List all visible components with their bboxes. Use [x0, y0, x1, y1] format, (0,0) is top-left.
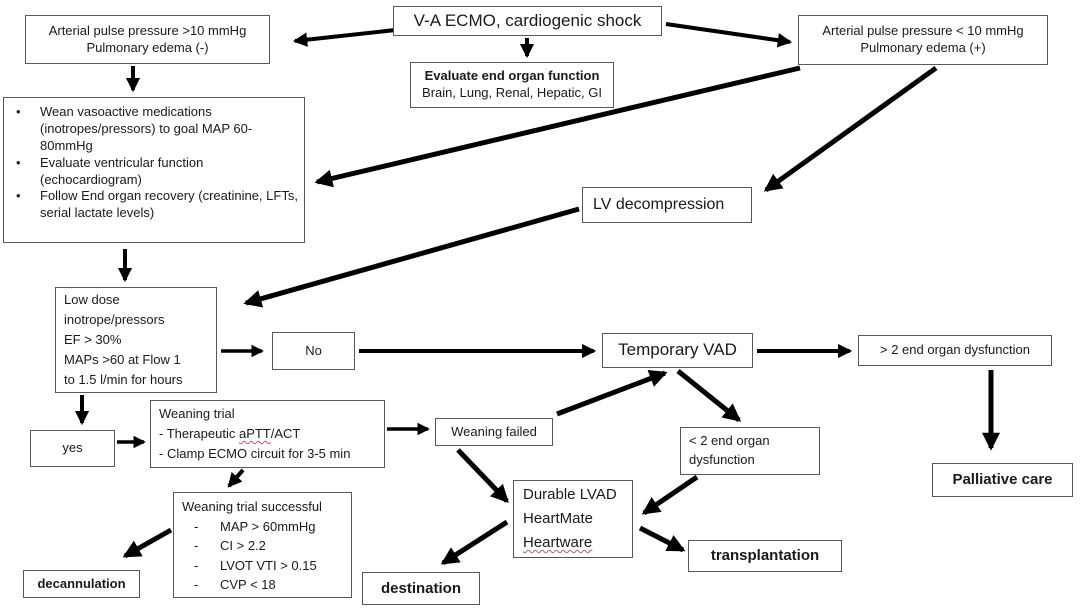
- node-lt2-end-organ-dysfunction: < 2 end organ dysfunction: [680, 427, 820, 475]
- node-va-ecmo-root: V-A ECMO, cardiogenic shock: [393, 6, 662, 36]
- bullet-icon: •: [16, 154, 21, 170]
- node-weaning-trial: Weaning trial - Therapeutic aPTT/ACT - C…: [150, 400, 385, 468]
- root-label: V-A ECMO, cardiogenic shock: [413, 10, 642, 30]
- weaning-trial-item1: - Therapeutic aPTT/ACT: [159, 425, 301, 441]
- lt2-line1: < 2 end organ: [689, 433, 770, 449]
- node-gt2-end-organ-dysfunction: > 2 end organ dysfunction: [858, 335, 1052, 366]
- temporary-vad-label: Temporary VAD: [618, 340, 737, 360]
- node-no: No: [272, 332, 355, 370]
- node-transplantation: transplantation: [688, 540, 842, 572]
- lowdose-line: MAPs >60 at Flow 1: [64, 352, 181, 368]
- weaning-success-item: -CVP < 18: [194, 577, 276, 593]
- weaning-trial-item2: - Clamp ECMO circuit for 3-5 min: [159, 446, 351, 462]
- pulse-gt10-line1: Arterial pulse pressure >10 mmHg: [48, 22, 247, 38]
- arrow-durable-to-destination: [440, 519, 509, 566]
- palliative-care-label: Palliative care: [952, 471, 1053, 489]
- durable-lvad-line1: Durable LVAD: [523, 486, 617, 503]
- evaluate-title: Evaluate end organ function: [424, 68, 600, 84]
- arrow-root-to-pulse-lt10: [665, 22, 793, 48]
- wean-bullet-list: • Wean vasoactive medications (inotropes…: [4, 104, 304, 222]
- lowdose-line: Low dose: [64, 291, 120, 307]
- transplantation-label: transplantation: [710, 547, 820, 565]
- bullet-icon: •: [16, 104, 21, 119]
- pulse-lt10-line2: Pulmonary edema (+): [860, 40, 986, 55]
- yes-label: yes: [62, 440, 83, 456]
- durable-lvad-line2: HeartMate: [523, 510, 594, 527]
- destination-label: destination: [380, 579, 461, 597]
- arrow-success-to-decannulation: [122, 527, 173, 559]
- node-low-dose-criteria: Low dose inotrope/pressors EF > 30% MAPs…: [55, 287, 217, 393]
- no-label: No: [305, 342, 322, 358]
- lt2-line2: dysfunction: [689, 452, 755, 467]
- heartware-spellcheck-text: Heartware: [523, 534, 593, 551]
- weaning-failed-label: Weaning failed: [451, 423, 537, 439]
- node-pulse-pressure-gt10: Arterial pulse pressure >10 mmHg Pulmona…: [25, 15, 270, 64]
- node-durable-lvad: Durable LVAD HeartMate Heartware: [513, 480, 633, 558]
- node-pulse-pressure-lt10: Arterial pulse pressure < 10 mmHg Pulmon…: [798, 15, 1048, 65]
- arrow-weaning-trial-to-success: [227, 468, 245, 488]
- node-lv-decompression: LV decompression: [582, 187, 752, 223]
- weaning-trial-title: Weaning trial: [159, 405, 235, 421]
- node-palliative-care: Palliative care: [932, 463, 1073, 497]
- pulse-lt10-line1: Arterial pulse pressure < 10 mmHg: [822, 23, 1024, 39]
- arrow-pulse-lt10-to-lv: [763, 65, 938, 193]
- arrow-durable-to-transplant: [638, 525, 686, 553]
- node-yes: yes: [30, 430, 115, 467]
- aptt-spellcheck-text: aPTT: [238, 425, 271, 441]
- evaluate-subtitle: Brain, Lung, Renal, Hepatic, GI: [422, 85, 602, 100]
- wean-bullet-item: • Evaluate ventricular function (echocar…: [4, 155, 304, 189]
- wean-bullet-item: • Follow End organ recovery (creatinine,…: [4, 188, 304, 222]
- lv-decompression-label: LV decompression: [593, 195, 725, 213]
- wean-bullet-item: • Wean vasoactive medications (inotropes…: [4, 104, 304, 155]
- node-decannulation: decannulation: [23, 570, 140, 598]
- weaning-success-item: -CI > 2.2: [194, 538, 266, 554]
- pulse-gt10-line2: Pulmonary edema (-): [86, 39, 209, 55]
- decannulation-label: decannulation: [37, 575, 126, 591]
- lowdose-line: to 1.5 l/min for hours: [64, 372, 183, 388]
- node-wean-vasoactive: • Wean vasoactive medications (inotropes…: [3, 97, 305, 243]
- bullet-icon: •: [16, 188, 21, 204]
- arrow-lv-to-lowdose: [243, 206, 580, 308]
- arrow-pulse-lt10-to-wean: [314, 65, 801, 188]
- weaning-success-title: Weaning trial successful: [182, 499, 322, 515]
- node-weaning-failed: Weaning failed: [435, 418, 553, 446]
- lowdose-line: EF > 30%: [64, 331, 122, 347]
- arrow-failed-to-durable: [456, 448, 509, 503]
- weaning-success-item: -LVOT VTI > 0.15: [194, 557, 317, 573]
- arrow-failed-to-tvad: [556, 370, 668, 417]
- arrow-tvad-to-lt2: [676, 369, 742, 422]
- node-evaluate-end-organ: Evaluate end organ function Brain, Lung,…: [410, 62, 614, 108]
- node-temporary-vad: Temporary VAD: [602, 333, 753, 368]
- gt2-label: > 2 end organ dysfunction: [880, 342, 1030, 358]
- arrow-lt2-to-durable: [641, 474, 699, 516]
- weaning-success-item: -MAP > 60mmHg: [194, 518, 316, 534]
- lowdose-line: inotrope/pressors: [64, 311, 165, 327]
- node-destination: destination: [362, 572, 480, 605]
- node-weaning-trial-successful: Weaning trial successful -MAP > 60mmHg -…: [173, 492, 352, 598]
